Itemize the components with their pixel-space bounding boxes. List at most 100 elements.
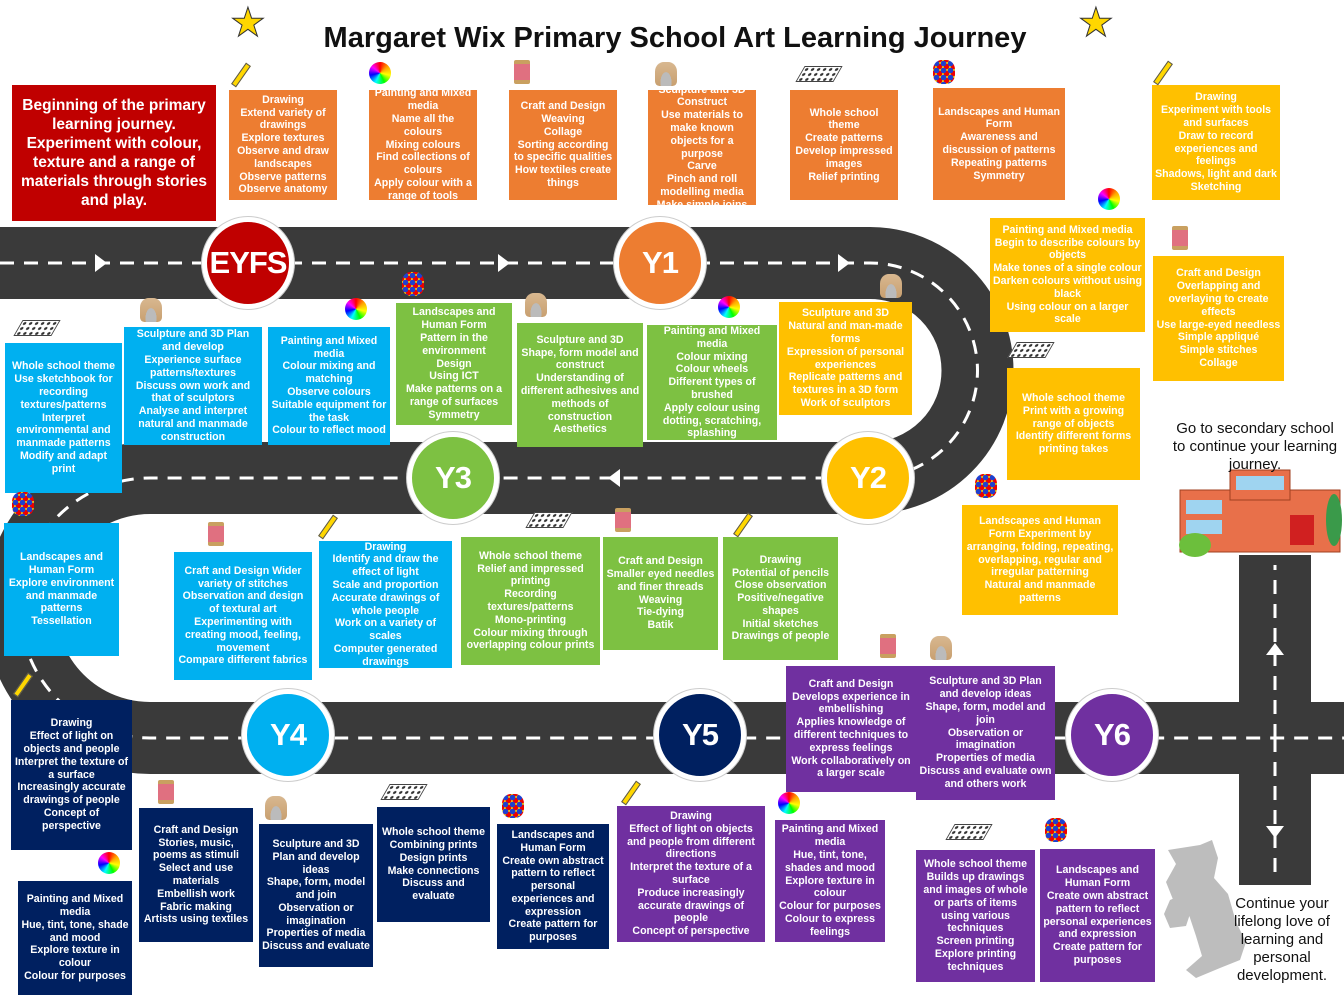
box-item: Draw to record experiences and feelings [1174, 129, 1258, 168]
box-item: Experiment with tools and surfaces [1160, 104, 1272, 129]
box-heading: Whole school theme [381, 826, 485, 839]
box-heading: Whole school theme [1021, 392, 1125, 404]
box-heading: Sculpture and 3D Plan and develop ideas [272, 837, 360, 876]
box-item: Replicate patterns and textures in a 3D … [788, 371, 903, 397]
box-heading: Drawing [1195, 91, 1237, 104]
box-heading: Painting and Mixed media [280, 334, 378, 360]
box-item: Design [436, 357, 472, 370]
pottery-wheel-icon [525, 293, 547, 317]
box-heading: Drawing [262, 93, 304, 106]
box-item: Smaller eyed needles and finer threads [606, 567, 715, 593]
pottery-wheel-icon [265, 796, 287, 820]
box-item: Colour wheels [675, 363, 749, 376]
box-heading: Landscapes and Human Form [412, 306, 496, 332]
box-item: Observation and design of textural art [182, 590, 304, 616]
box-heading: Landscapes and Human Form [938, 105, 1060, 131]
colour-wheel-icon [369, 62, 391, 84]
box-item: Shadows, light and dark [1155, 168, 1277, 181]
box-item: Builds up drawings and images of whole o… [923, 871, 1028, 935]
box-item: Sketching [1190, 180, 1242, 193]
box-item: Positive/negative shapes [737, 592, 824, 617]
box-item: Different types of brushed [668, 376, 756, 401]
stage-badge-y3: Y3 [407, 432, 499, 524]
box-item: Sorting according to specific qualities [513, 138, 613, 164]
box-item: Find collections of colours [376, 151, 470, 177]
colour-wheel-icon [1098, 188, 1120, 210]
box-item: Batik [647, 619, 674, 632]
box-item: Develop impressed images [795, 145, 893, 170]
box-item: Natural and manmade patterns [984, 579, 1096, 604]
box-heading: Sculpture and 3D Plan and develop ideas [929, 675, 1042, 701]
box-item: Observe colours [287, 386, 371, 398]
intro-box: Beginning of the primary learning journe… [12, 85, 216, 221]
star-icon: ★ [230, 1, 267, 46]
lifelong-learning-note: Continue your lifelong love of learning … [1234, 895, 1330, 984]
box-heading: Whole school theme [11, 360, 115, 373]
box-item: Using ICT [429, 370, 479, 383]
pottery-wheel-icon [140, 298, 162, 322]
box-item: Weaving [541, 113, 585, 125]
pottery-wheel-icon [880, 274, 902, 298]
box-item: Simple stitches [1179, 344, 1258, 357]
box-heading: Sculpture and 3D Construct [658, 83, 746, 109]
box-item: Develops experience in embellishing [792, 690, 910, 716]
box-item: Artists using textiles [143, 913, 249, 926]
box-heading: Painting and Mixed media [781, 823, 879, 849]
box-item: Discuss and evaluate own and others work [919, 764, 1052, 790]
box-heading: Landscapes and Human Form [19, 551, 103, 576]
box-item: Compare different fabrics [178, 654, 308, 667]
box-heading: Painting and Mixed media [663, 324, 761, 350]
box-heading: Drawing [364, 540, 407, 553]
box-heading: Craft and Design [618, 555, 703, 568]
box-item: Combining prints [389, 838, 478, 851]
box-item: Modify and adapt print [19, 449, 108, 475]
box-item: Overlapping and overlaying to create eff… [1168, 280, 1269, 318]
box-item: Weaving [638, 593, 683, 606]
thread-spool-icon [615, 508, 631, 532]
box-item: Create own abstract pattern to reflect p… [502, 854, 604, 918]
box-item: Tie-dying [637, 606, 684, 619]
box-item: Hue, tint, tone, shades and mood [784, 849, 876, 874]
box-item: Scale and proportion [332, 578, 439, 591]
box-heading: Craft and Design [808, 677, 894, 690]
box-item: Carve [687, 160, 717, 173]
box-item: Computer generated drawings [333, 642, 438, 668]
box-item: Create patterns [805, 132, 883, 145]
box-item: Select and use materials [158, 862, 234, 887]
box-item: Effect of light on objects and people [23, 730, 120, 755]
page-title: Margaret Wix Primary School Art Learning… [323, 22, 1027, 54]
box-item: Colour to reflect mood [272, 424, 386, 437]
box-item: Symmetry [428, 408, 480, 421]
box-item: Explore environment and manmade patterns [8, 576, 115, 615]
box-item: Hue, tint, tone, shade and mood [21, 918, 129, 944]
box-item: Potential of pencils [731, 566, 830, 579]
thread-spool-icon [514, 60, 530, 84]
box-item: Explore textures [241, 132, 325, 145]
box-item: Colour mixing through overlapping colour… [466, 626, 595, 652]
curriculum-box-y2-landscapes: Landscapes and Human Form Experiment by … [962, 505, 1118, 615]
box-heading: Painting and Mixed media [26, 893, 124, 918]
box-item: Identify and draw the effect of light [332, 553, 439, 579]
box-item: Interpret environmental and manmade patt… [16, 411, 111, 450]
box-item: Pattern in the environment [420, 332, 488, 357]
box-heading: Craft and Design [153, 823, 239, 836]
box-heading: Drawing [50, 717, 93, 730]
